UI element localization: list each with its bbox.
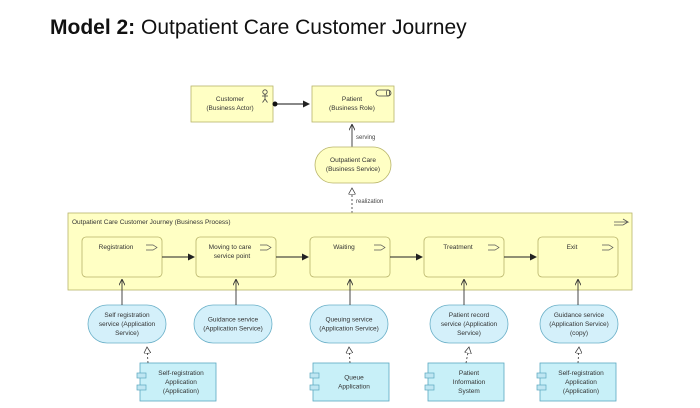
- role-name: Patient: [342, 96, 362, 103]
- process-icon: [602, 244, 614, 251]
- application-service-5: Guidance service (Application Service) (co…: [539, 304, 619, 344]
- process-icon: [374, 244, 386, 251]
- app-service-label: service (Application: [99, 321, 156, 328]
- role-type: (Business Role): [329, 105, 375, 112]
- service-name: Outpatient Care: [330, 157, 376, 164]
- actor-name: Customer: [216, 96, 245, 103]
- service-type: (Business Service): [326, 166, 380, 173]
- app-component-label: Self-registration: [558, 370, 604, 377]
- application-service-4: Patient record service (ApplicationServic…: [429, 304, 509, 344]
- process-step-4: Treatment: [423, 236, 505, 278]
- title-model-number: Model 2:: [50, 16, 136, 39]
- app-service-label: Queuing service: [326, 317, 373, 324]
- app-component-label: Information: [453, 379, 486, 386]
- process-step-5: Exit: [537, 236, 619, 278]
- app-component-label: Application: [565, 379, 597, 386]
- process-step-3: Waiting: [309, 236, 391, 278]
- app-component-label: (Application): [163, 388, 199, 395]
- process-step-1: Registration: [81, 236, 163, 278]
- customer-business-actor: Customer (Business Actor): [190, 85, 274, 123]
- app-service-label: Patient record: [449, 312, 490, 319]
- step-label: Moving to care: [209, 244, 252, 251]
- process-icon: [260, 244, 272, 251]
- component-icon: [309, 372, 320, 391]
- step-label-line2: service point: [214, 253, 251, 260]
- realization-label: realization: [356, 199, 383, 205]
- process-icon: [614, 218, 630, 226]
- process-label: Outpatient Care Customer Journey (Busine…: [72, 219, 231, 226]
- page-title: Model 2: Outpatient Care Customer Journe…: [50, 16, 467, 40]
- app-component-label: System: [458, 388, 480, 395]
- step-label: Waiting: [333, 244, 355, 251]
- actor-type: (Business Actor): [206, 105, 253, 112]
- realization-relation: [578, 347, 579, 364]
- app-service-label: (Application Service): [319, 326, 379, 333]
- step-label: Treatment: [443, 244, 473, 251]
- component-icon: [424, 372, 435, 391]
- app-service-label: service (Application: [441, 321, 498, 328]
- process-icon: [146, 244, 158, 251]
- serving-label: serving: [356, 135, 375, 141]
- process-icon: [488, 244, 500, 251]
- app-service-label: (Application Service): [549, 321, 609, 328]
- app-service-label: (Application Service): [203, 326, 263, 333]
- application-service-1: Self registration service (ApplicationSer…: [87, 304, 167, 344]
- app-service-label: Self registration: [104, 312, 150, 319]
- serving-links: [122, 280, 579, 364]
- app-component-label: Patient: [459, 370, 479, 377]
- app-service-label: Service): [457, 330, 481, 337]
- app-component-label: Self-registration: [158, 370, 204, 377]
- app-service-label: Guidance service: [554, 312, 605, 319]
- realization-relation: [147, 347, 148, 364]
- app-component-label: (Application): [563, 388, 599, 395]
- step-label: Registration: [99, 244, 134, 251]
- process-step-2: Moving to care service point: [195, 236, 277, 278]
- app-component-label: Application: [165, 379, 197, 386]
- step-label: Exit: [567, 244, 578, 251]
- realization-relation: [349, 347, 350, 364]
- app-service-label: (copy): [570, 330, 588, 337]
- component-icon: [536, 372, 547, 391]
- process-steps: Registration Moving to care service point W…: [81, 236, 619, 278]
- application-service-3: Queuing service (Application Service): [309, 304, 389, 344]
- title-text: Outpatient Care Customer Journey: [141, 16, 467, 39]
- app-component-label: Queue: [344, 375, 364, 382]
- application-services: Self registration service (ApplicationSer…: [87, 304, 619, 344]
- realization-relation: [466, 347, 469, 364]
- app-component-label: Application: [338, 384, 370, 391]
- application-service-2: Guidance service (Application Service): [193, 304, 273, 344]
- outpatient-care-business-service: Outpatient Care (Business Service): [314, 146, 392, 184]
- patient-business-role: Patient (Business Role): [311, 85, 395, 123]
- app-service-label: Service): [115, 330, 139, 337]
- component-icon: [136, 372, 147, 391]
- app-service-label: Guidance service: [208, 317, 259, 324]
- role-icon: [375, 89, 392, 97]
- actor-icon: [262, 89, 268, 103]
